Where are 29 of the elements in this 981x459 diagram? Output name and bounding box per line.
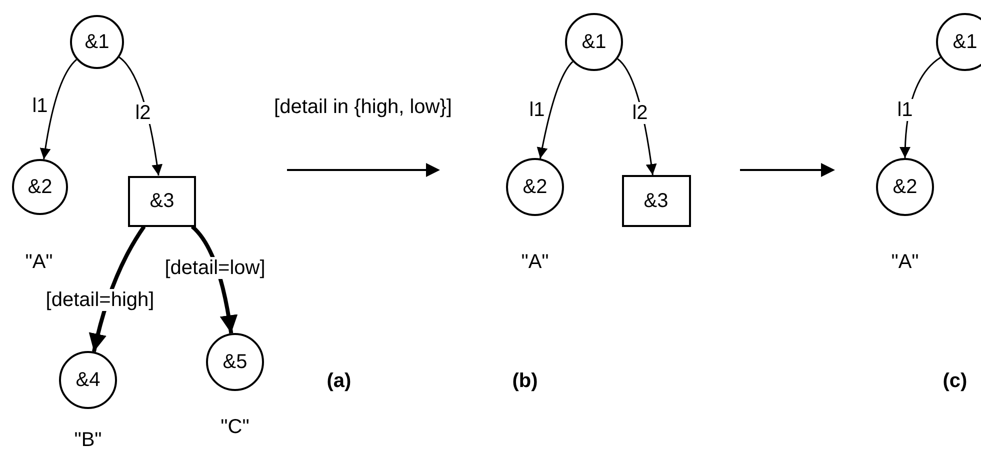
panel-label: (a)	[326, 370, 352, 392]
box-node: &3	[128, 176, 196, 226]
circle-node: &1	[70, 15, 124, 69]
arrow	[617, 58, 657, 176]
edge-label: [detail=low]	[164, 257, 266, 279]
value-label: "A"	[25, 251, 53, 273]
circle-node: &4	[59, 351, 117, 409]
value-label: "A"	[891, 251, 919, 273]
circle-node: &5	[206, 333, 264, 391]
edge-label: l2	[134, 102, 152, 124]
edge-label: [detail=high]	[44, 289, 156, 311]
circle-node: &2	[876, 158, 934, 216]
circle-node: &2	[12, 159, 68, 215]
arrow	[536, 61, 574, 159]
value-label: "B"	[74, 429, 102, 451]
edge-label: l2	[631, 102, 649, 124]
arrow	[40, 59, 78, 160]
panel-label: (c)	[942, 370, 968, 392]
panel-label: (b)	[512, 370, 538, 392]
edge-label: l1	[896, 99, 914, 121]
value-label: "C"	[220, 416, 250, 438]
arrow	[900, 56, 941, 158]
box-node: &3	[622, 175, 690, 227]
circle-node: &2	[506, 158, 564, 216]
circle-node: &1	[936, 13, 981, 71]
circle-node: &1	[565, 13, 623, 71]
condition-label: [detail in {high, low}]	[274, 96, 452, 118]
arrow	[118, 56, 162, 176]
value-label: "A"	[521, 251, 549, 273]
